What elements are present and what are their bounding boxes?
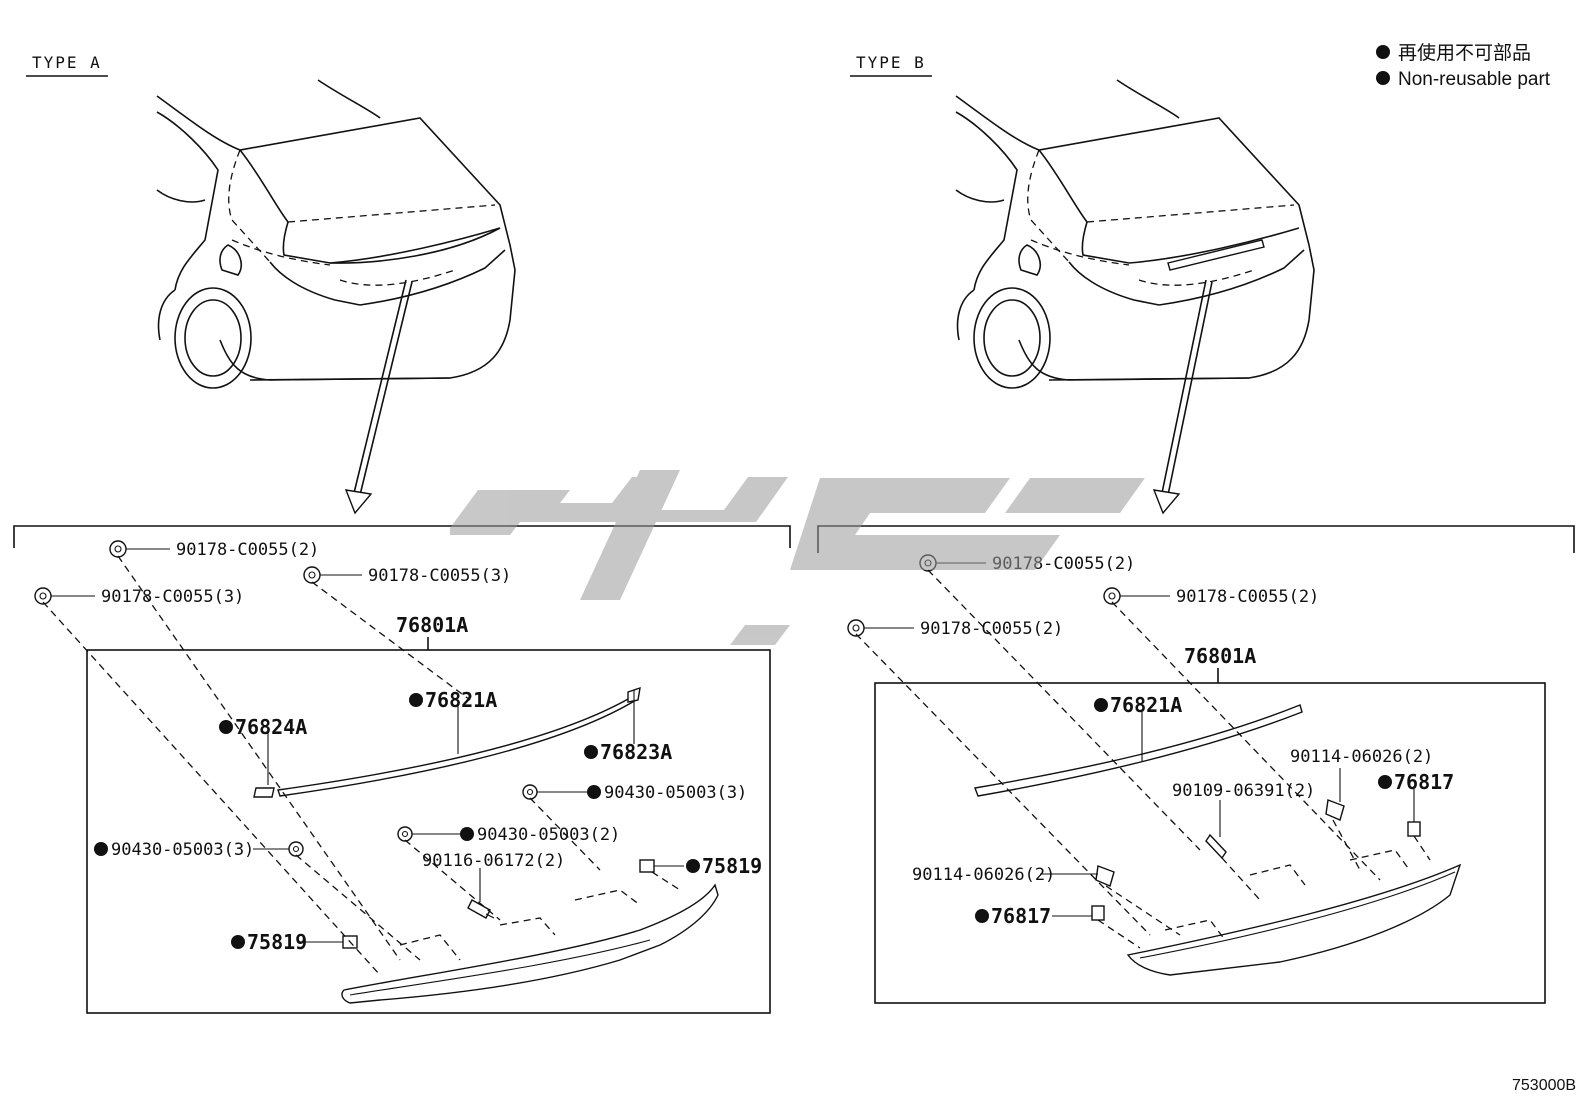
arrow-b-shaft (1167, 281, 1213, 496)
label-bolt-b: 90109-06391(2) (1172, 781, 1315, 801)
label-bolt: 90116-06172(2) (422, 851, 565, 871)
type-b-assembly-box (874, 682, 1546, 1004)
label-screw-right: 90114-06026(2) (1290, 747, 1433, 767)
non-reusable-dot-icon (587, 785, 601, 799)
nut-icon (522, 784, 538, 800)
label-pad-right: 76823A (600, 740, 672, 764)
label-clip-far-left: 90178-C0055(3) (101, 587, 244, 607)
arrow-a-head-icon (344, 489, 373, 515)
arrow-a-shaft (359, 281, 413, 496)
non-reusable-dot-icon (584, 745, 598, 759)
non-reusable-dot-icon (409, 693, 423, 707)
label-moulding: 76821A (425, 688, 497, 712)
nut-icon (397, 826, 413, 842)
clip-76817-icon (1091, 905, 1105, 921)
clip-icon (303, 566, 321, 584)
legend-en: Non-reusable part (1398, 69, 1551, 90)
non-reusable-dot-icon (219, 720, 233, 734)
type-a-bracket (13, 525, 791, 548)
moulding-76821a-b (974, 704, 1303, 797)
pad-76824a (253, 787, 275, 798)
screw-icon (1095, 865, 1115, 887)
bolt-icon (467, 899, 495, 919)
label-nut-left: 90430-05003(3) (111, 840, 254, 860)
label-nut-mid: 90430-05003(2) (477, 825, 620, 845)
type-b-section: TYPE B 76801A (817, 53, 1575, 1004)
type-a-assembly-number: 76801A (396, 613, 468, 637)
arrow-a-shaft (353, 279, 407, 494)
non-reusable-dot-icon (686, 859, 700, 873)
label-nut-right: 90430-05003(3) (604, 783, 747, 803)
car-rear-illustration-b (955, 79, 1315, 389)
label-retainer-left: 75819 (247, 930, 307, 954)
clip-icon (34, 587, 52, 605)
watermark-logo (450, 470, 1145, 645)
legend-jp: 再使用不可部品 (1398, 42, 1531, 64)
label-clip-left: 90178-C0055(2) (920, 619, 1063, 639)
bolt-icon (1205, 833, 1227, 860)
label-clip-right: 90178-C0055(2) (1176, 587, 1319, 607)
label-clip-left-lower: 76817 (991, 904, 1051, 928)
garnish-b (1126, 863, 1462, 976)
non-reusable-dot-icon (460, 827, 474, 841)
label-moulding-b: 76821A (1110, 693, 1182, 717)
screw-icon (1325, 799, 1345, 821)
label-pad-left: 76824A (235, 715, 307, 739)
type-a-section: TYPE A (13, 53, 791, 1014)
figure-code: 753000B (1512, 1077, 1576, 1094)
label-clip-top-left: 90178-C0055(2) (176, 540, 319, 560)
garnish-a (341, 883, 719, 1004)
label-retainer-right: 75819 (702, 854, 762, 878)
non-reusable-dot-icon (975, 909, 989, 923)
legend: 再使用不可部品 Non-reusable part (1376, 42, 1551, 90)
car-rear-illustration-a (156, 79, 516, 389)
clip-icon (1103, 587, 1121, 605)
label-screw-left: 90114-06026(2) (912, 865, 1055, 885)
type-a-title: TYPE A (32, 53, 102, 72)
clip-76817-icon (1407, 821, 1421, 837)
clip-icon (847, 619, 865, 637)
legend-dot-icon (1376, 45, 1390, 59)
clip-icon (109, 540, 127, 558)
label-clip-mid: 90178-C0055(3) (368, 566, 511, 586)
label-clip-right-lower: 76817 (1394, 770, 1454, 794)
arrow-b-head-icon (1152, 489, 1181, 515)
nut-icon (288, 841, 304, 857)
non-reusable-dot-icon (1378, 775, 1392, 789)
type-b-assembly-number: 76801A (1184, 644, 1256, 668)
non-reusable-dot-icon (94, 842, 108, 856)
non-reusable-dot-icon (1094, 698, 1108, 712)
type-b-title: TYPE B (856, 53, 926, 72)
non-reusable-dot-icon (231, 935, 245, 949)
arrow-b-shaft (1161, 279, 1207, 494)
retainer-icon (639, 859, 655, 873)
legend-dot-icon (1376, 71, 1390, 85)
